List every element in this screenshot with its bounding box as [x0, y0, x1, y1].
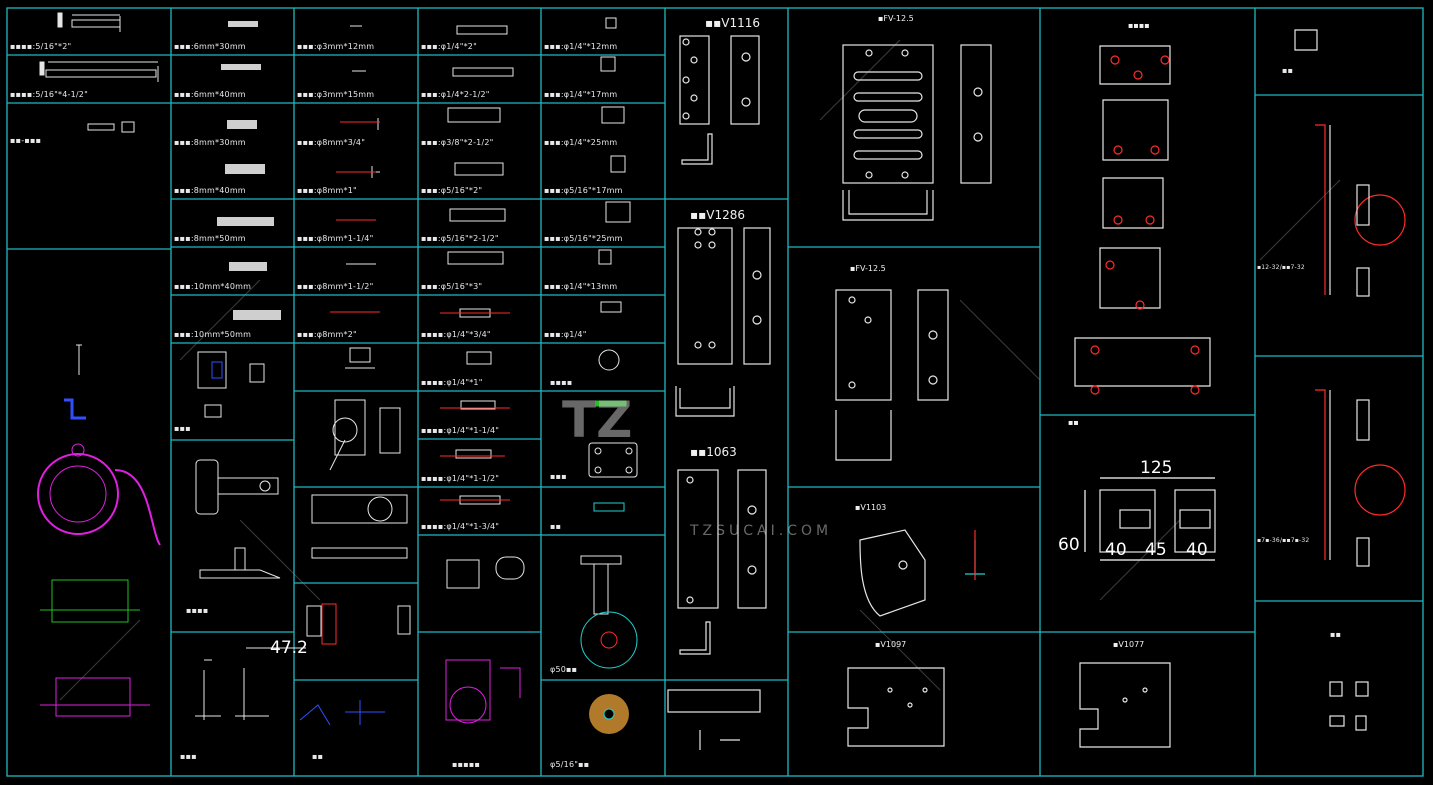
- part-label: ▪▪▪:10mm*40mm: [174, 282, 252, 291]
- part-label: ▪▪▪▪:5/16"*2": [10, 42, 72, 51]
- part-label: ▪▪▪:φ5/16"*2-1/2": [421, 234, 499, 243]
- dimension-width-2: 45: [1145, 540, 1167, 560]
- part-label: ▪▪: [550, 522, 562, 531]
- part-title: ▪▪▪▪: [1128, 21, 1150, 30]
- part-label: ▪▪▪:φ5/16"*17mm: [544, 186, 623, 195]
- part-label: ▪▪▪▪:φ1/4"*1": [421, 378, 483, 387]
- dimension-total-width: 125: [1140, 458, 1173, 478]
- part-label: ▪▪▪:φ8mm*1-1/2": [297, 282, 374, 291]
- part-label: ▪▪▪:8mm*50mm: [174, 234, 246, 243]
- part-label: ▪▪▪:φ1/4"*12mm: [544, 42, 618, 51]
- part-label: ▪▪▪:φ1/4"*17mm: [544, 90, 618, 99]
- part-label: ▪7▪-36/▪▪7▪-32: [1257, 537, 1310, 544]
- diagonal-watermark-lines: [59, 39, 1341, 701]
- grid-lines: [6, 7, 1424, 777]
- part-label: ▪▪▪:φ5/16"*2": [421, 186, 483, 195]
- part-label: ▪▪▪:φ1/4*2-1/2": [421, 90, 490, 99]
- dimension-value: 47.2: [270, 638, 308, 658]
- part-label: ▪▪▪:φ3mm*12mm: [297, 42, 375, 51]
- part-label: ▪▪▪▪:φ1/4"*3/4": [421, 330, 491, 339]
- part-title: ▪FV-12.5: [878, 14, 914, 23]
- part-label: ▪▪▪:φ5/16"*25mm: [544, 234, 623, 243]
- part-label: ▪▪: [1330, 630, 1342, 639]
- part-label: ▪▪: [1282, 66, 1294, 75]
- part-label: ▪12-32/▪▪7-32: [1257, 264, 1305, 271]
- part-label: ▪▪▪:φ3mm*15mm: [297, 90, 375, 99]
- part-label: ▪▪▪: [174, 424, 191, 433]
- part-label: φ50▪▪: [550, 665, 578, 674]
- dimension-height: 60: [1058, 535, 1080, 555]
- bracket-drawings: [667, 29, 1406, 750]
- part-label: ▪▪: [1068, 418, 1079, 427]
- part-label: ▪▪▪:φ3/8"*2-1/2": [421, 138, 494, 147]
- part-title: ▪▪V1286: [690, 208, 746, 222]
- part-title: ▪FV-12.5: [850, 264, 886, 273]
- part-label: ▪▪▪:φ1/4"*13mm: [544, 282, 618, 291]
- part-label: φ5/16"▪▪: [550, 760, 590, 769]
- part-label: ▪▪▪:φ1/4"*2": [421, 42, 477, 51]
- hinge-drawings: [195, 347, 525, 726]
- part-label: ▪▪▪: [180, 752, 197, 761]
- part-label: ▪▪▪:φ5/16"*3": [421, 282, 483, 291]
- part-label: ▪▪▪▪:φ1/4"*1-3/4": [421, 522, 500, 531]
- part-label: ▪▪▪▪:φ1/4"*1-1/4": [421, 426, 500, 435]
- lock-drawings: [37, 344, 161, 717]
- part-label: ▪▪▪:8mm*30mm: [174, 138, 246, 147]
- part-title: ▪▪1063: [690, 445, 737, 459]
- part-label: ▪▪▪▪▪: [452, 760, 481, 769]
- part-label: ▪▪: [312, 752, 324, 761]
- part-title: ▪V1103: [855, 503, 887, 512]
- part-label: ▪▪▪:φ8mm*1-1/4": [297, 234, 374, 243]
- part-label: ▪▪-▪▪▪: [10, 136, 42, 145]
- part-label: ▪▪▪:6mm*40mm: [174, 90, 246, 99]
- part-title: ▪▪V1116: [705, 16, 761, 30]
- part-label: ▪▪▪▪: [550, 378, 573, 387]
- part-label: ▪▪▪▪: [186, 606, 209, 615]
- part-title: ▪V1097: [875, 640, 907, 649]
- part-label: ▪▪▪:φ8mm*1": [297, 186, 357, 195]
- dimension-width-1: 40: [1105, 540, 1127, 560]
- part-label: ▪▪▪:φ1/4"*25mm: [544, 138, 618, 147]
- part-label: ▪▪▪▪:φ1/4"*1-1/2": [421, 474, 500, 483]
- part-label: ▪▪▪:10mm*50mm: [174, 330, 252, 339]
- part-label: ▪▪▪:φ8mm*3/4": [297, 138, 366, 147]
- part-label: ▪▪▪:φ1/4": [544, 330, 587, 339]
- part-label: ▪▪▪:φ8mm*2": [297, 330, 357, 339]
- part-title: ▪V1077: [1113, 640, 1145, 649]
- part-label: ▪▪▪:6mm*30mm: [174, 42, 246, 51]
- part-label: ▪▪▪: [550, 472, 567, 481]
- part-label: ▪▪▪:8mm*40mm: [174, 186, 246, 195]
- part-label: ▪▪▪▪:5/16"*4-1/2": [10, 90, 88, 99]
- watermark-url: TZSUCAI.COM: [690, 523, 833, 539]
- dimension-width-3: 40: [1186, 540, 1208, 560]
- fastener-drawings: [39, 12, 638, 734]
- watermark-logo: TZ: [562, 391, 633, 449]
